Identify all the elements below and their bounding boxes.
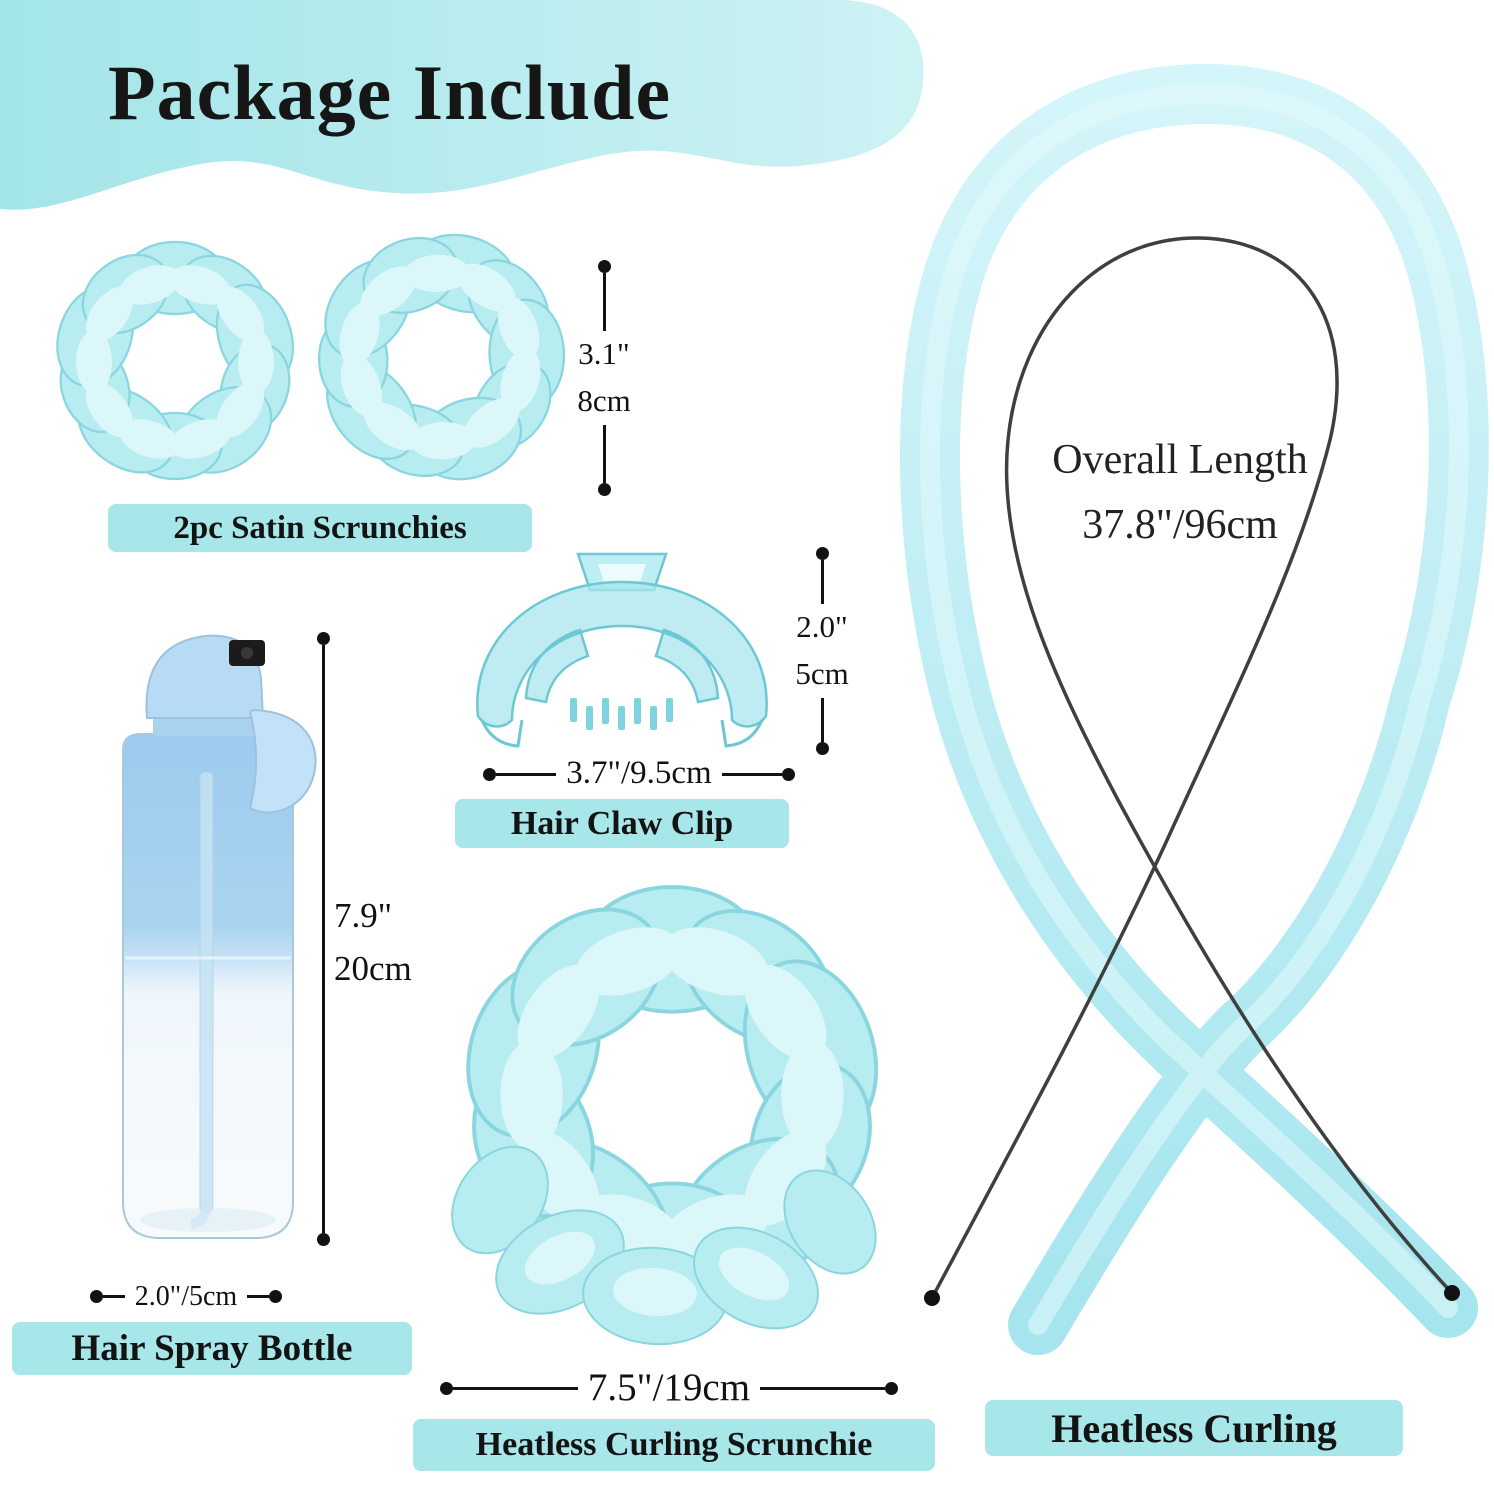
measure-value-cm: 5cm [795,656,849,691]
measure-dot [815,547,829,560]
measure-line [602,273,606,332]
satin-scrunchie-image-2 [273,196,606,523]
measure-value-cm: 20cm [334,948,412,988]
measure-dot [597,483,611,496]
page-title: Package Include [108,49,672,136]
rod-length-line1: Overall Length [1052,437,1308,483]
spray-bottle-image [122,634,317,1239]
wire-end-dot-left [924,1290,940,1306]
claw-clip-image [476,552,768,748]
rod-overall-length-text: Overall Length 37.8"/96cm [1005,428,1355,558]
rod-length-line2: 37.8"/96cm [1082,502,1278,549]
bottle-width-measure: 2.0"/5cm [90,1280,283,1312]
measure-dot [483,767,496,781]
measure-line [496,772,557,776]
measure-line [602,424,606,483]
measure-value-inches: 7.9" [334,896,393,935]
label-heatless-curling-scrunchie: Heatless Curling Scrunchie [413,1419,935,1471]
curling-rod-image [900,63,1489,1355]
measure-dot [316,632,330,645]
label-hair-spray-bottle: Hair Spray Bottle [12,1322,412,1375]
wire-end-dot-right [1444,1285,1460,1301]
measure-value: 7.5"/19cm [587,1365,751,1409]
measure-dot [885,1381,898,1395]
measure-line [103,1294,125,1298]
measure-value-cm: 8cm [577,383,631,418]
clip-width-measure: 3.7"/9.5cm [483,755,795,791]
measure-line [453,1386,578,1390]
satin-scrunchie-image-1 [43,237,307,492]
measure-dot [440,1381,453,1395]
curling-scrunchie-width-measure: 7.5"/19cm [440,1366,898,1409]
measure-value-inches: 2.0" [796,609,848,645]
measure-value: 3.7"/9.5cm [566,755,712,792]
measure-dot [782,767,795,781]
label-heatless-curling: Heatless Curling [985,1400,1403,1456]
clip-height-measure: 2.0" 5cm [787,547,857,755]
measure-dot [269,1289,283,1303]
bottle-height-measure-text: 7.9" 20cm [334,890,412,995]
measure-value: 2.0"/5cm [134,1280,238,1312]
measure-line [820,560,824,605]
measure-dot [815,742,829,755]
measure-line [721,772,782,776]
bottle-height-measure [316,632,330,1246]
measure-line [247,1294,270,1298]
curling-scrunchie-image [444,879,900,1346]
rod-length-wire [930,236,1454,1299]
label-satin-scrunchies: 2pc Satin Scrunchies [108,504,532,552]
scrunchie-height-measure: 3.1" 8cm [569,260,639,496]
measure-line [321,645,325,1233]
measure-dot [90,1289,103,1303]
measure-dot [597,260,611,273]
label-hair-claw-clip: Hair Claw Clip [455,799,789,848]
measure-dot [316,1233,330,1246]
measure-value-inches: 3.1" [578,336,630,372]
header-wave-shape [0,0,924,210]
measure-line [820,697,824,742]
measure-line [760,1386,885,1390]
